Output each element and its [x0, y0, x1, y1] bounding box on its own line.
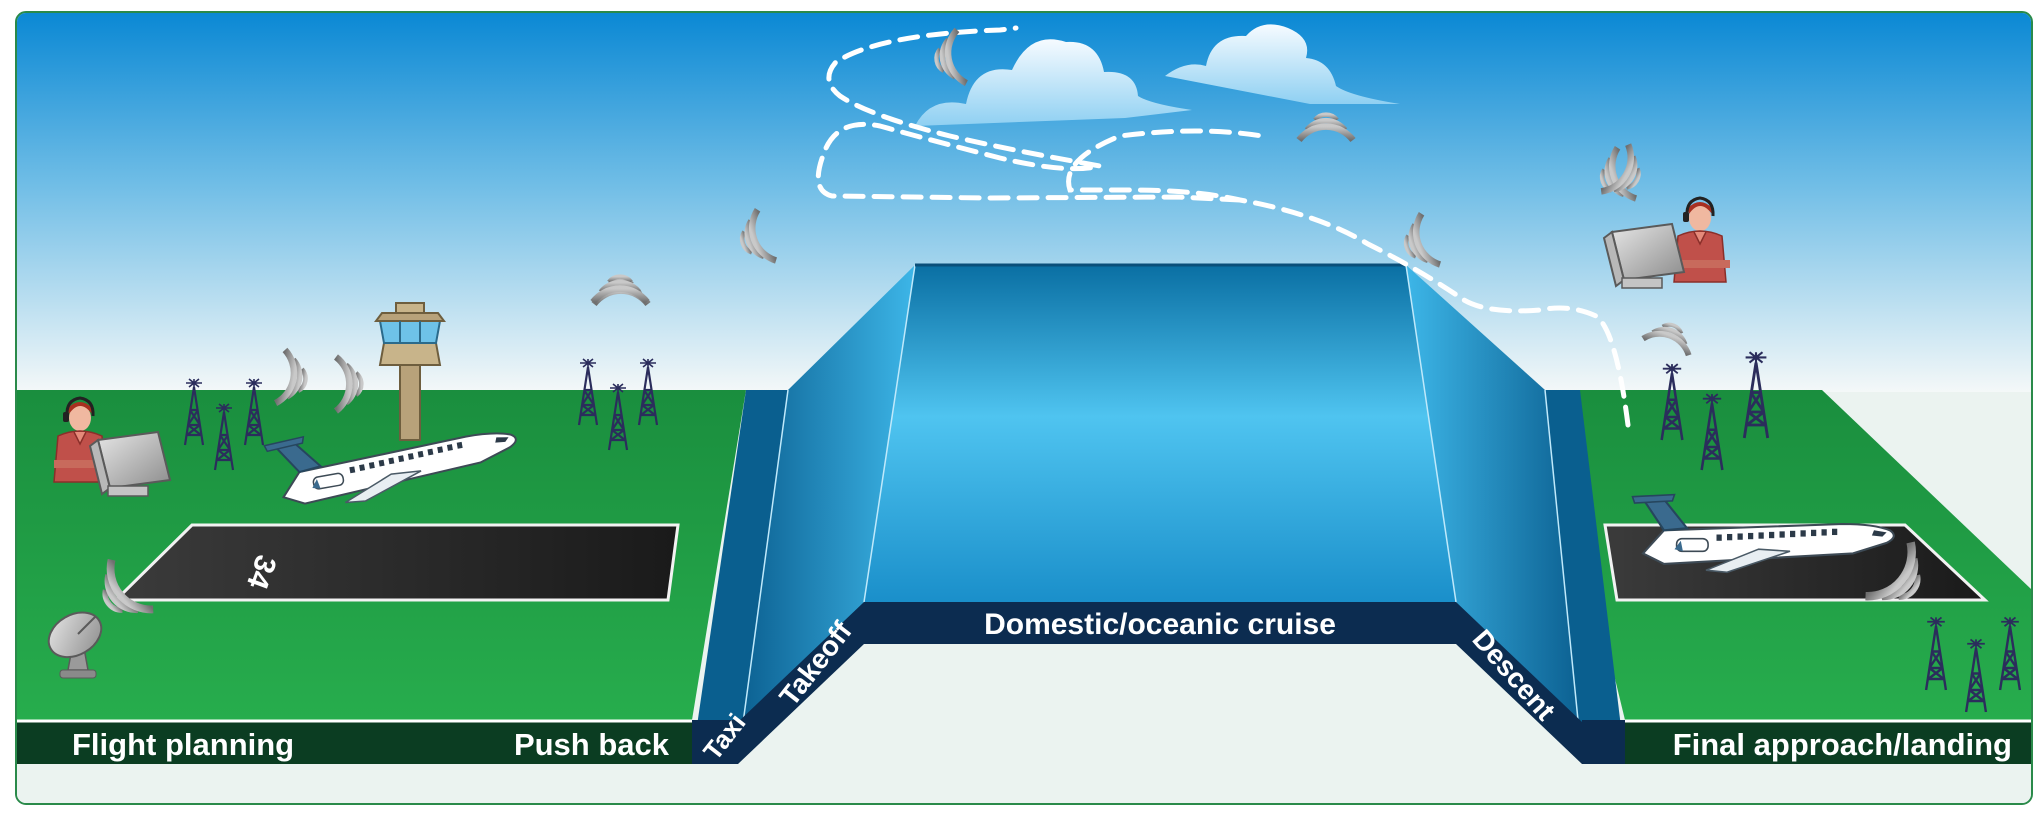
- cloud-2: [1165, 24, 1400, 104]
- label-flight-planning: Flight planning: [72, 727, 294, 762]
- band-taxi-right: [1582, 720, 1625, 764]
- cloud-1: [915, 39, 1192, 126]
- flight-path: [815, 25, 1631, 428]
- band-cruise: [864, 602, 1456, 644]
- label-cruise: Domestic/oceanic cruise: [984, 608, 1336, 641]
- band-right: [1625, 720, 2031, 764]
- runway-left: [112, 523, 680, 602]
- band-taxi: [692, 720, 738, 764]
- flight-profile-plateau: [692, 263, 1625, 761]
- satellite-dish-icon: [47, 611, 103, 679]
- band-descent-strip: [1456, 602, 1582, 764]
- control-tower-icon: [374, 302, 446, 441]
- band-takeoff-strip: [738, 602, 864, 764]
- label-final-approach: Final approach/landing: [1673, 727, 2012, 762]
- label-push-back: Push back: [514, 727, 670, 762]
- band-left: [17, 720, 692, 764]
